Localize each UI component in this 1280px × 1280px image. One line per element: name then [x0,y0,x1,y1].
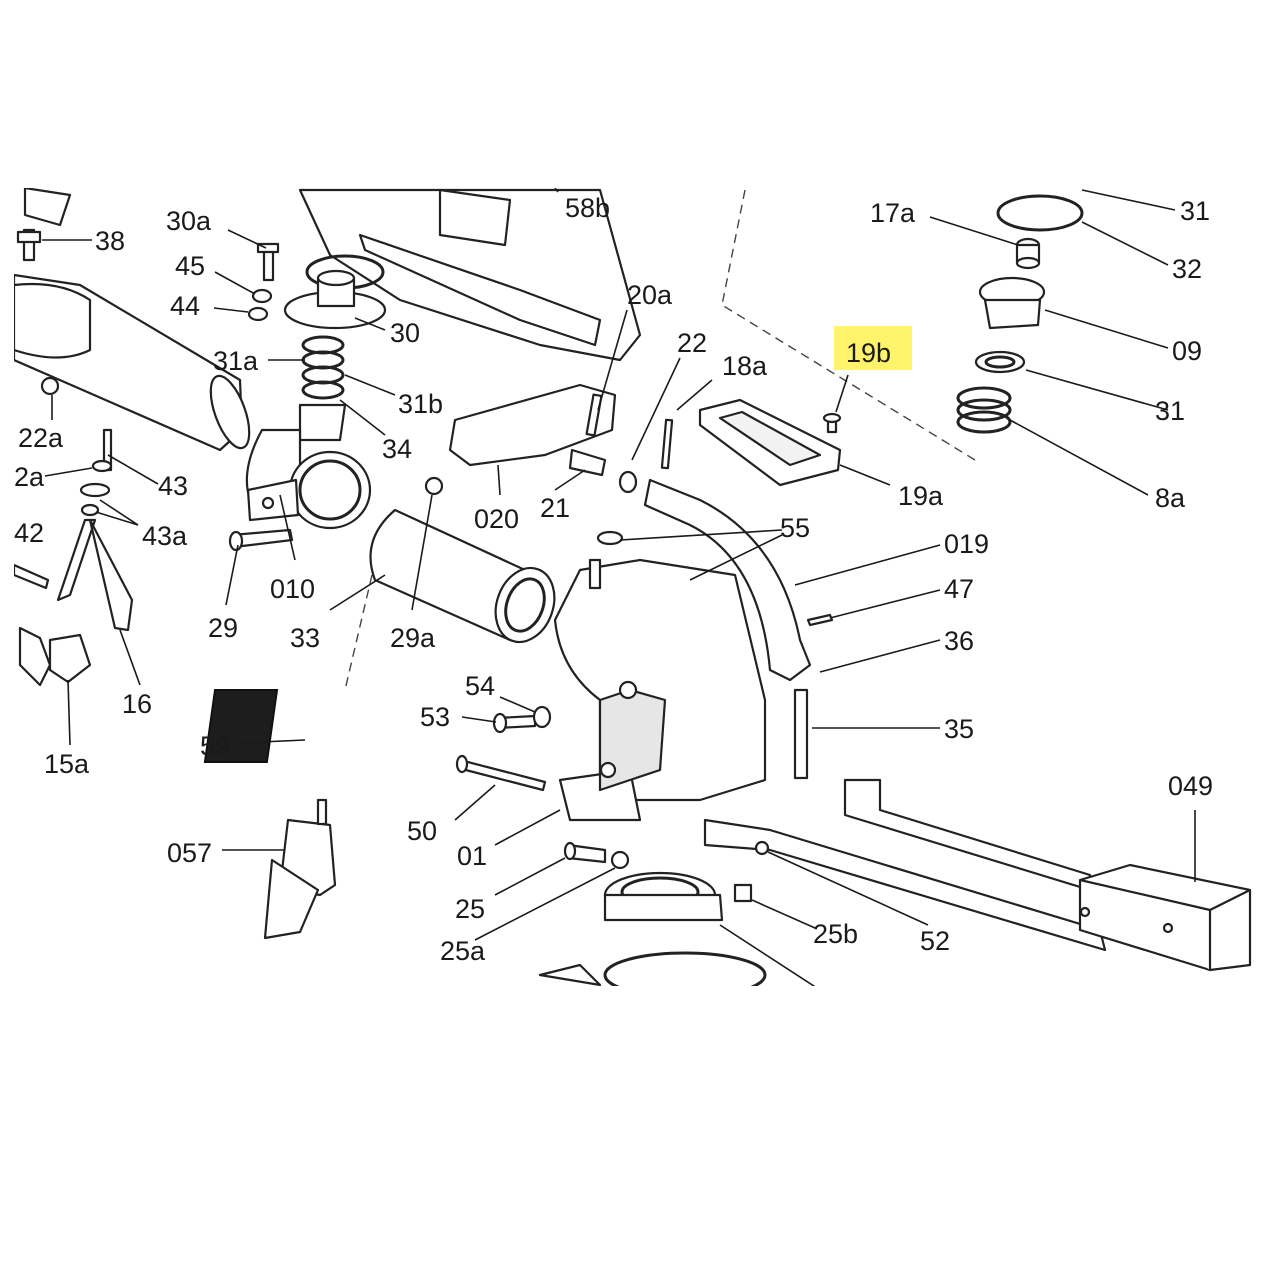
part-labels: 58b 30a 38 45 44 30 31a 31b 34 22a 2a 43… [14,193,1213,966]
label-30: 30 [390,318,420,348]
label-38: 38 [95,226,125,256]
label-52: 52 [920,926,950,956]
label-20a: 20a [627,280,673,310]
label-43: 43 [158,471,188,501]
part-29-bolt [228,528,294,552]
part-58b-housing [23,188,642,362]
part-left-grip [14,228,251,452]
part-01-main-housing [553,558,767,822]
part-bolts-50-53-54 [455,705,552,792]
label-2a: 2a [14,462,45,492]
label-30a: 30a [166,206,212,236]
label-44: 44 [170,291,200,321]
label-19a: 19a [898,481,944,511]
label-09: 09 [1172,336,1202,366]
part-31-spring-stack [245,335,372,530]
part-19a-plate [698,398,842,487]
leader-lines [42,188,1196,986]
label-42: 42 [14,518,44,548]
label-010: 010 [270,574,315,604]
part-right-bearing-stack [956,194,1084,434]
label-019: 019 [944,529,989,559]
label-29: 29 [208,613,238,643]
assembly-dash-line [344,574,373,691]
label-54: 54 [465,671,495,701]
part-30-flange [247,242,387,330]
label-29a: 29a [390,623,436,653]
part-020-carriage [448,383,674,494]
label-25b: 25b [813,919,858,949]
assembly-dash-line [721,189,976,461]
part-linkage-16 [14,428,134,687]
label-34: 34 [382,434,412,464]
label-35: 35 [944,714,974,744]
label-15a: 15a [44,749,90,779]
label-020: 020 [474,504,519,534]
label-55: 55 [780,513,810,543]
label-53: 53 [420,702,450,732]
label-21: 21 [540,493,570,523]
label-22: 22 [677,328,707,358]
part-59-block [203,689,279,763]
label-17a: 17a [870,198,916,228]
label-057: 057 [167,838,212,868]
label-18a: 18a [722,351,768,381]
label-31a: 31a [213,346,259,376]
label-36: 36 [944,626,974,656]
label-50: 50 [407,816,437,846]
label-8a: 8a [1155,483,1186,513]
label-31b: 31b [398,389,443,419]
label-01: 01 [457,841,487,871]
label-25: 25 [455,894,485,924]
label-43a: 43a [142,521,188,551]
label-31-mid: 31 [1155,396,1185,426]
label-31-top: 31 [1180,196,1210,226]
label-58b: 58b [565,193,610,223]
part-25-clamp [538,841,767,986]
label-16: 16 [122,689,152,719]
label-45: 45 [175,251,205,281]
label-25a: 25a [440,936,486,966]
label-32: 32 [1172,254,1202,284]
part-049-rail [703,778,1252,972]
label-33: 33 [290,623,320,653]
part-33-tube [369,476,556,644]
part-057-wedge [263,798,337,940]
label-59: 59 [200,731,230,761]
label-47: 47 [944,574,974,604]
highlight-19b [834,326,912,370]
label-22a: 22a [18,423,64,453]
label-049: 049 [1168,771,1213,801]
label-19b: 19b [846,338,891,368]
